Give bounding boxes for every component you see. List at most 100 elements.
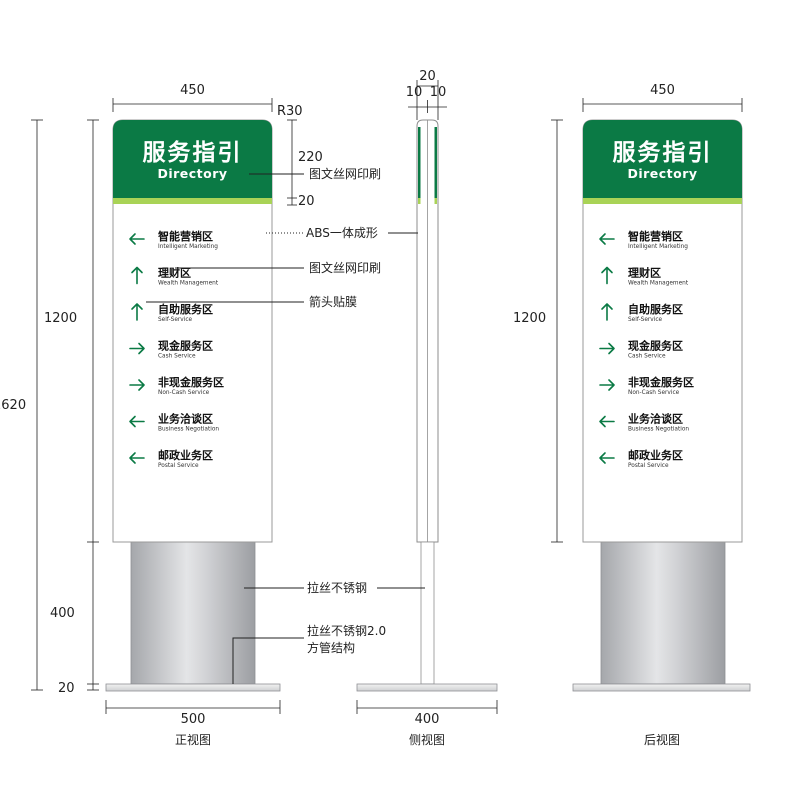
front-steel-base — [130, 541, 256, 685]
back-header — [583, 120, 742, 198]
back-item-label: 业务洽谈区 — [628, 412, 683, 426]
front-accent-stripe — [113, 198, 272, 204]
back-item-sublabel: Non-Cash Service — [628, 390, 680, 396]
arrow-up-icon — [601, 266, 613, 285]
dim-side-top: 20 — [419, 69, 436, 84]
dim-stripe-height: 20 — [298, 194, 315, 209]
side-view: 20 10 10 400 侧视图 — [356, 69, 498, 747]
arrow-left-icon — [599, 415, 615, 428]
note-abs: ABS一体成形 — [306, 226, 378, 240]
front-subtitle: Directory — [157, 166, 227, 181]
back-item-label: 理财区 — [628, 266, 661, 280]
dim-plate-height: 20 — [58, 681, 75, 696]
dim-panel-height: 1200 — [44, 311, 77, 326]
front-header — [113, 120, 272, 198]
caption-side-view: 侧视图 — [409, 732, 445, 747]
front-item-sublabel: Non-Cash Service — [158, 390, 210, 396]
back-item-sublabel: Postal Service — [628, 463, 669, 469]
side-header-right — [434, 127, 437, 198]
annotations: 图文丝网印刷 ABS一体成形 图文丝网印刷 箭头贴膜 拉丝不锈钢 拉丝不锈钢2.… — [146, 166, 425, 684]
front-item-sublabel: Intelligent Marketing — [158, 244, 218, 250]
front-item-label: 智能营销区 — [158, 229, 213, 243]
side-stripe-right — [434, 198, 437, 204]
arrow-up-icon — [131, 266, 143, 285]
back-steel-base — [600, 541, 726, 685]
back-item-sublabel: Business Negotiation — [628, 427, 689, 433]
back-subtitle: Directory — [627, 166, 697, 181]
front-base-plate — [105, 683, 281, 692]
back-item-sublabel: Intelligent Marketing — [628, 244, 688, 250]
back-title: 服务指引 — [613, 140, 713, 166]
front-item-label: 理财区 — [158, 266, 191, 280]
caption-front-view: 正视图 — [175, 732, 211, 747]
arrow-left-icon — [129, 415, 145, 428]
side-header-left — [418, 127, 421, 198]
note-steel-tube-line1: 拉丝不锈钢2.0 — [307, 623, 386, 638]
leader-steel-tube — [232, 637, 304, 684]
arrow-left-icon — [129, 233, 145, 245]
arrow-left-icon — [599, 452, 615, 464]
dim-side-base-width: 400 — [415, 712, 440, 727]
front-item-label: 业务洽谈区 — [158, 412, 213, 426]
dim-base-width: 500 — [181, 712, 206, 727]
back-accent-stripe — [583, 198, 742, 204]
dim-back-panel-height: 1200 — [513, 311, 546, 326]
side-stripe-left — [418, 198, 421, 204]
front-item-sublabel: Wealth Management — [158, 281, 219, 287]
dim-base-height: 400 — [50, 606, 75, 621]
arrow-right-icon — [599, 342, 615, 355]
dim-side-right: 10 — [430, 85, 447, 100]
front-item-sublabel: Cash Service — [158, 354, 196, 360]
note-steel-tube-line2: 方管结构 — [307, 640, 355, 655]
front-title: 服务指引 — [143, 140, 243, 166]
back-item-sublabel: Wealth Management — [628, 281, 689, 287]
back-item-label: 智能营销区 — [628, 229, 683, 243]
front-item-label: 自助服务区 — [158, 302, 213, 316]
caption-back-view: 后视图 — [644, 732, 680, 747]
back-item-sublabel: Cash Service — [628, 354, 666, 360]
arrow-right-icon — [599, 379, 615, 391]
arrow-right-icon — [129, 342, 145, 355]
arrow-left-icon — [599, 233, 615, 245]
back-item-label: 邮政业务区 — [628, 448, 683, 462]
back-item-label: 现金服务区 — [628, 339, 683, 353]
arrow-left-icon — [129, 452, 145, 464]
dim-back-width: 450 — [650, 83, 675, 98]
dim-side-left: 10 — [406, 85, 423, 100]
arrow-right-icon — [129, 379, 145, 391]
note-print-text: 图文丝网印刷 — [309, 260, 381, 275]
arrow-up-icon — [131, 303, 143, 321]
note-print-header: 图文丝网印刷 — [309, 166, 381, 181]
front-item-label: 现金服务区 — [158, 339, 213, 353]
front-item-label: 非现金服务区 — [158, 375, 224, 389]
note-arrow-film: 箭头贴膜 — [309, 294, 357, 309]
side-base-plate — [356, 683, 498, 692]
back-item-sublabel: Self-Service — [628, 317, 663, 323]
dim-header-height: 220 — [298, 150, 323, 165]
side-post — [420, 541, 435, 685]
front-item-sublabel: Self-Service — [158, 317, 193, 323]
arrow-up-icon — [601, 303, 613, 321]
front-item-sublabel: Postal Service — [158, 463, 199, 469]
front-item-label: 邮政业务区 — [158, 448, 213, 462]
dim-total-height: 1620 — [0, 398, 26, 413]
